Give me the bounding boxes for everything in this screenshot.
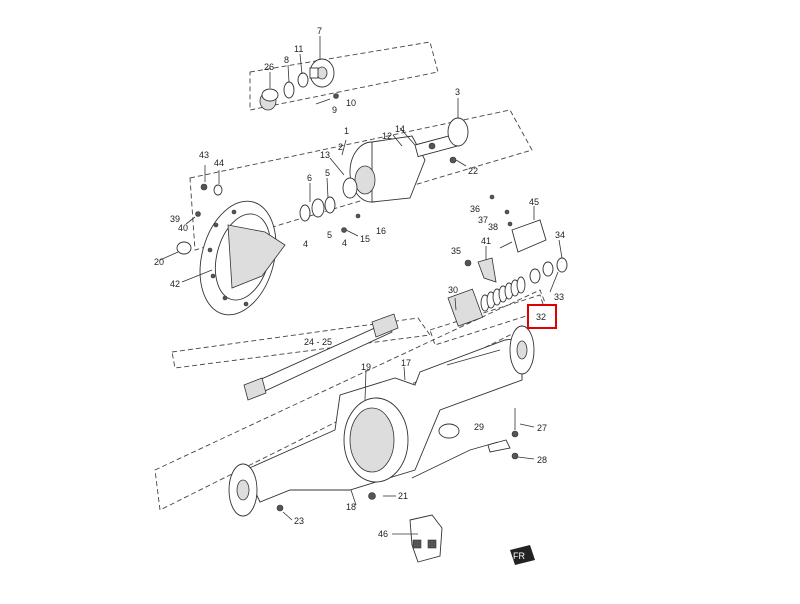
leader-lines	[159, 36, 563, 535]
differential-carrier-group	[349, 117, 469, 203]
label-38: 38	[488, 222, 498, 232]
label-4a: 4	[303, 239, 308, 249]
label-29: 29	[474, 422, 484, 432]
label-18: 18	[346, 502, 356, 512]
label-22: 22	[468, 166, 478, 176]
label-30: 30	[448, 285, 458, 295]
label-42: 42	[170, 279, 180, 289]
label-4b: 4	[342, 238, 347, 248]
label-9: 9	[332, 105, 337, 115]
part-labels: 7 11 8 26 10 9 3 1 2 14 12 13 22 5 6 43 …	[154, 26, 565, 539]
label-12: 12	[382, 131, 392, 141]
label-36: 36	[470, 204, 480, 214]
label-21: 21	[398, 491, 408, 501]
highlighted-callout-32[interactable]: 32	[527, 304, 557, 329]
label-32: 32	[536, 312, 546, 322]
label-26: 26	[264, 62, 274, 72]
label-37: 37	[478, 215, 488, 225]
label-14: 14	[395, 124, 405, 134]
label-11: 11	[294, 44, 303, 54]
label-27: 27	[537, 423, 547, 433]
label-41: 41	[481, 236, 491, 246]
label-17: 17	[401, 358, 411, 368]
pinion-spring-group	[447, 194, 568, 327]
label-19: 19	[361, 362, 371, 372]
label-24-25: 24 - 25	[304, 337, 332, 347]
label-2: 2	[338, 142, 343, 152]
label-39: 39	[170, 214, 180, 224]
svg-text:FR: FR	[513, 551, 525, 561]
front-direction-mark: FR	[510, 545, 535, 565]
label-34: 34	[555, 230, 565, 240]
bearing-group	[299, 177, 361, 237]
label-44: 44	[214, 158, 224, 168]
label-33: 33	[554, 292, 564, 302]
label-5a: 5	[325, 168, 330, 178]
label-6: 6	[307, 173, 312, 183]
label-23: 23	[294, 516, 304, 526]
label-13: 13	[320, 150, 330, 160]
label-8: 8	[284, 55, 289, 65]
bracket-46	[409, 514, 443, 563]
label-15: 15	[360, 234, 370, 244]
hub-flange-group	[259, 58, 339, 111]
label-5b: 5	[327, 230, 332, 240]
axle-shaft	[243, 313, 399, 401]
label-43: 43	[199, 150, 209, 160]
ring-gear-group	[176, 183, 286, 316]
label-1: 1	[344, 126, 349, 136]
label-45: 45	[529, 197, 539, 207]
label-20: 20	[154, 257, 164, 267]
label-3: 3	[455, 87, 460, 97]
label-35: 35	[451, 246, 461, 256]
label-40: 40	[178, 223, 188, 233]
label-10: 10	[346, 98, 356, 108]
label-28: 28	[537, 455, 547, 465]
axle-housing	[228, 325, 535, 517]
label-16: 16	[376, 226, 386, 236]
brake-line-group	[411, 408, 519, 479]
label-7: 7	[317, 26, 322, 36]
label-46: 46	[378, 529, 388, 539]
